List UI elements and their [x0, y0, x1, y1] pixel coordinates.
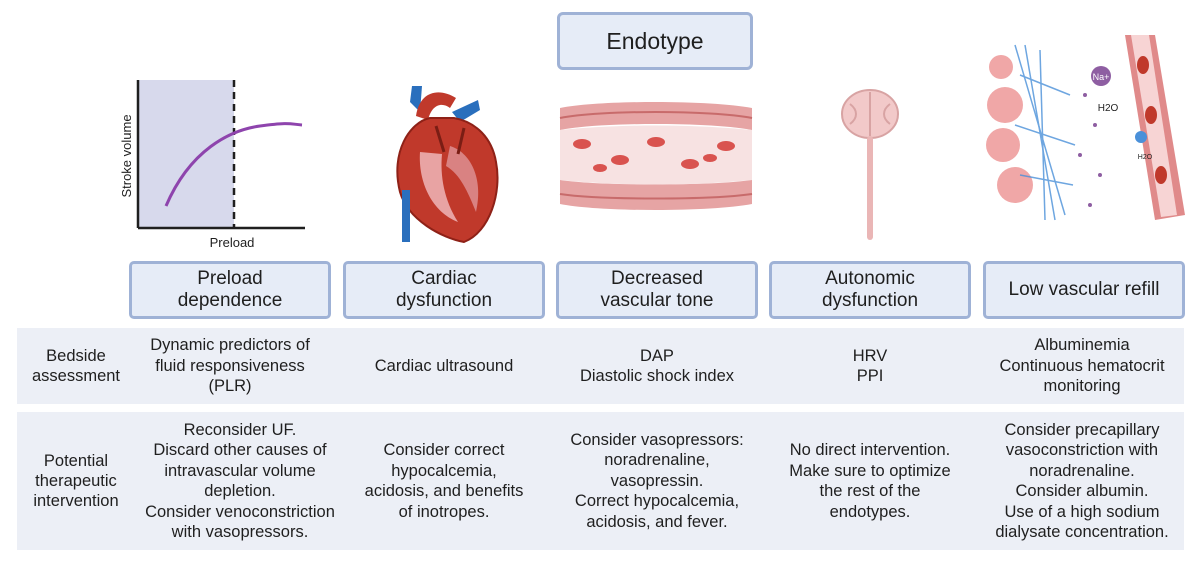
endotype-header: Endotype — [557, 12, 753, 70]
intervention-cell: Consider precapillary vasoconstriction w… — [995, 420, 1169, 542]
frank-starling-chart: Stroke volume Preload — [119, 80, 305, 250]
endotype-label: Decreased vascular tone — [600, 268, 714, 311]
intervention-cell: Consider correct hypocalcemia, acidosis,… — [364, 441, 524, 521]
water-label: H2O — [1098, 103, 1119, 114]
bedside-assessment-row — [17, 328, 1184, 404]
endotype-label: Cardiac dysfunction — [395, 268, 493, 311]
bedside-cell: HRV PPI — [852, 346, 888, 386]
x-axis-label: Preload — [210, 235, 255, 250]
bedside-cell: Dynamic predictors of fluid responsivene… — [150, 336, 310, 396]
bedside-cell: DAP Diastolic shock index — [579, 346, 735, 386]
endotype-autonomic-dysfunction: Autonomic dysfunction — [769, 261, 971, 319]
bedside-cell: Cardiac ultrasound — [374, 356, 514, 375]
endotype-low-vascular-refill: Low vascular refill — [983, 261, 1185, 319]
stroke-volume-curve — [164, 122, 303, 207]
intervention-cell: No direct intervention. Make sure to opt… — [789, 441, 951, 521]
endotype-label: Autonomic dysfunction — [821, 268, 919, 311]
intervention-cell: Reconsider UF. Discard other causes of i… — [145, 420, 335, 542]
intervention-cell: Consider vasopressors: noradrenaline, va… — [570, 430, 744, 531]
vascular-refill-illustration: Na+ H2O H2O — [986, 35, 1185, 221]
endotype-label: Preload dependence — [177, 268, 283, 311]
endotype-decreased-vascular-tone: Decreased vascular tone — [556, 261, 758, 319]
endotype-preload-dependence: Preload dependence — [129, 261, 331, 319]
endotype-cardiac-dysfunction: Cardiac dysfunction — [343, 261, 545, 319]
therapeutic-intervention-row — [17, 412, 1184, 550]
sodium-label: Na+ — [1093, 72, 1110, 82]
preload-dependent-zone — [138, 80, 234, 228]
row-label-intervention: Potential therapeutic intervention — [33, 452, 119, 510]
row-label-bedside: Bedside assessment — [31, 347, 121, 385]
brain-illustration — [841, 89, 899, 240]
heart-illustration — [396, 86, 499, 244]
vessel-illustration — [559, 102, 753, 210]
endotype-label: Low vascular refill — [1008, 279, 1160, 300]
y-axis-label: Stroke volume — [119, 114, 134, 197]
bedside-cell: Albuminemia Continuous hematocrit monito… — [999, 336, 1165, 396]
water-label-small: H2O — [1138, 154, 1153, 161]
